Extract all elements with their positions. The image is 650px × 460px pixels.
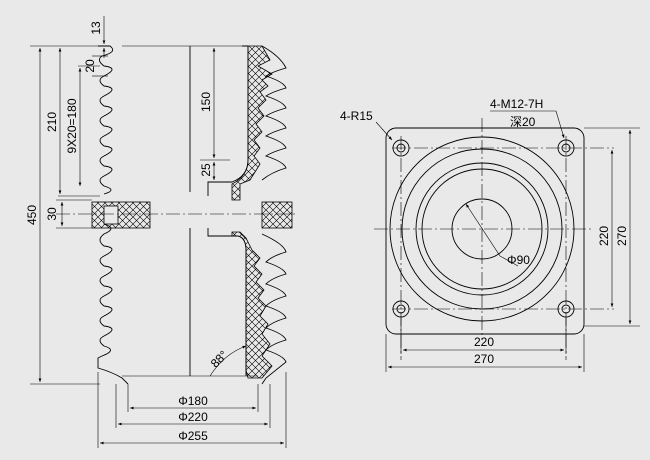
- dim-top-270-w: 270: [474, 352, 494, 366]
- dim-13: 13: [89, 21, 103, 35]
- dim-top-270-h: 270: [615, 226, 629, 246]
- dim-phi220: Φ220: [178, 410, 208, 424]
- square-base: [385, 127, 585, 335]
- dim-450: 450: [25, 205, 39, 225]
- label-depth: 深20: [510, 115, 536, 129]
- side-view: 450 210 9X20=180 30 13 20 150 25 88°: [25, 16, 298, 448]
- label-phi90: Φ90: [507, 253, 530, 267]
- dim-phi180: Φ180: [178, 394, 208, 408]
- dim-angle: 88°: [208, 348, 231, 371]
- dim-20: 20: [83, 59, 97, 73]
- dim-top-220-w: 220: [474, 335, 494, 349]
- dim-top-220-h: 220: [597, 226, 611, 246]
- dim-210: 210: [45, 112, 59, 132]
- label-r15: 4-R15: [340, 109, 373, 123]
- insulator-left-sheds: [97, 45, 129, 385]
- dim-9x20: 9X20=180: [65, 98, 79, 153]
- label-m12: 4-M12-7H: [490, 97, 543, 111]
- dim-25: 25: [199, 163, 213, 177]
- hatched-wall: [231, 45, 273, 201]
- dim-30: 30: [45, 207, 59, 221]
- top-view: Φ90 4-R15 4-M12-7H 深20 220 270 220 270: [340, 97, 640, 372]
- dim-phi255: Φ255: [178, 429, 208, 443]
- dim-150: 150: [199, 92, 213, 112]
